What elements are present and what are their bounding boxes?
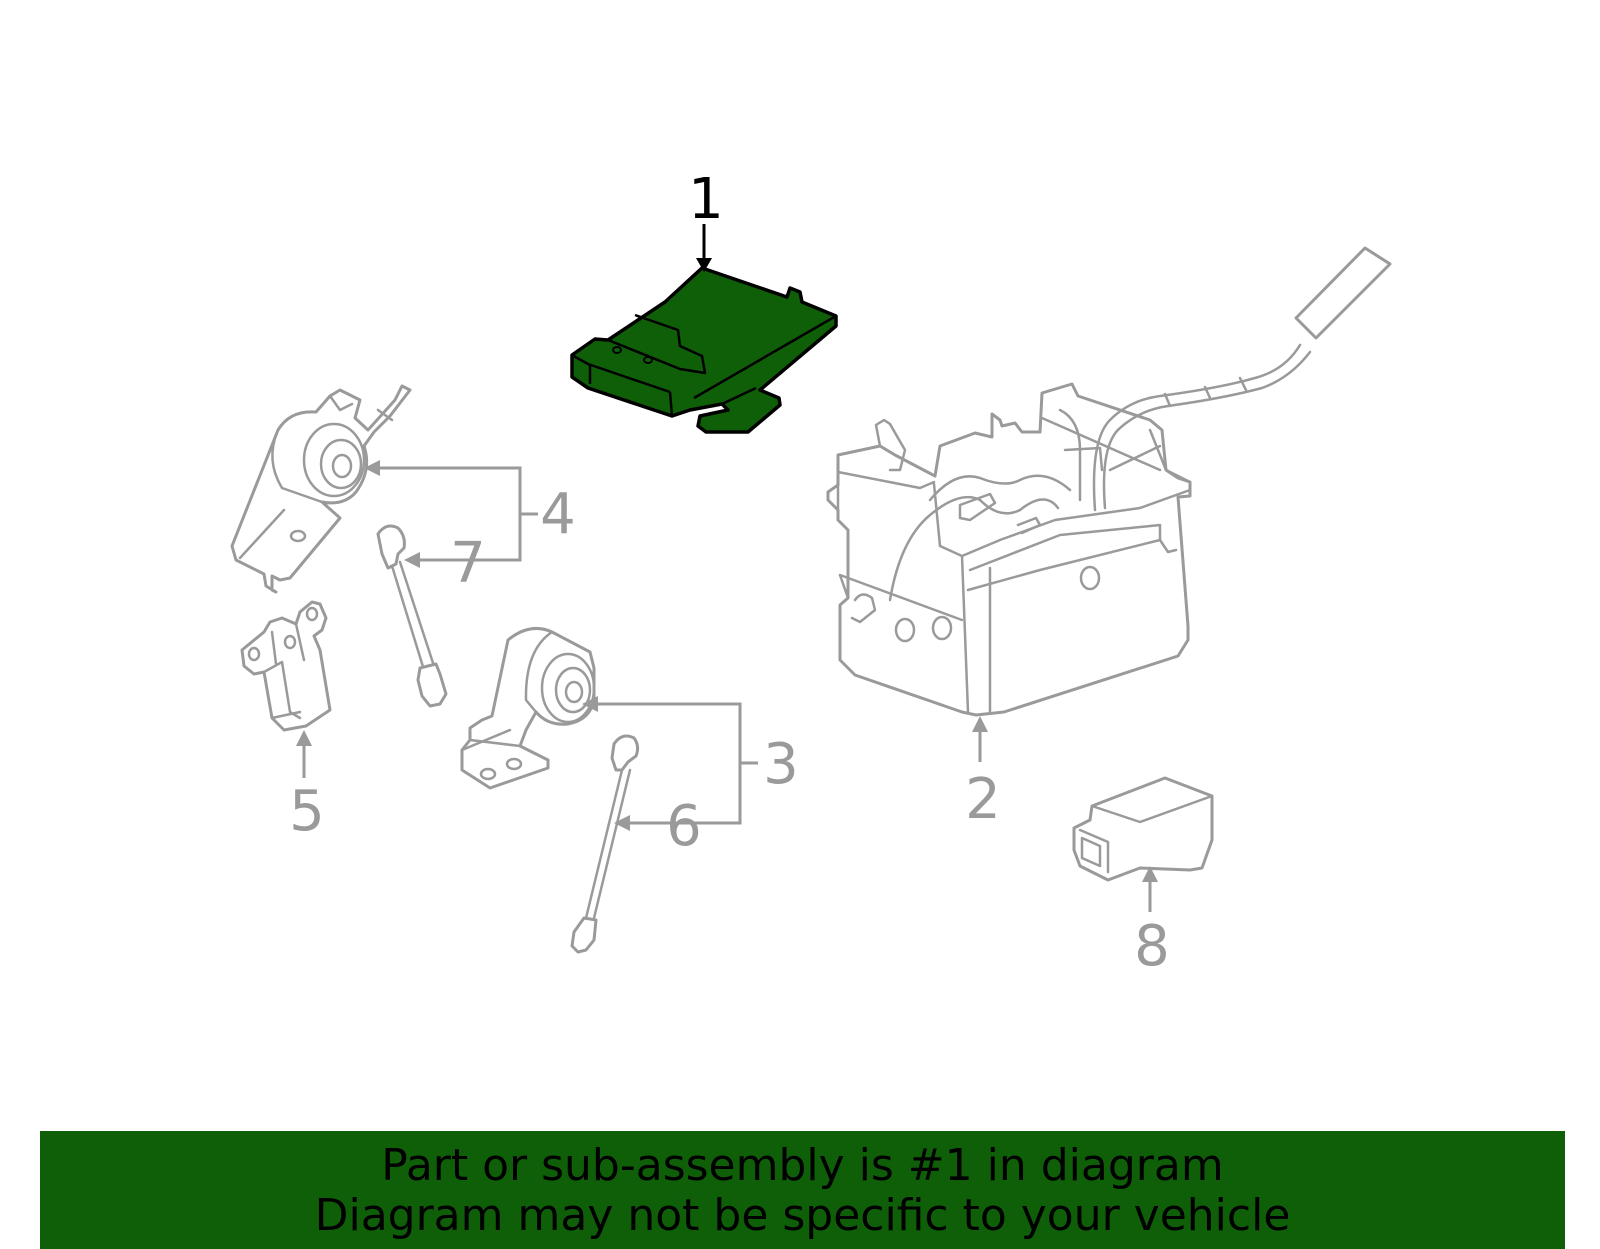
info-banner: Part or sub-assembly is #1 in diagram Di… [40, 1131, 1565, 1249]
callout-1: 1 [688, 167, 724, 232]
part-5-bracket[interactable] [240, 600, 332, 732]
part-3-sensor[interactable] [460, 626, 596, 790]
part-7-link-rod[interactable] [376, 524, 448, 708]
callout-7: 7 [450, 531, 486, 596]
banner-line-1: Part or sub-assembly is #1 in diagram [381, 1140, 1224, 1191]
callout-6: 6 [666, 794, 702, 859]
leader-8 [1142, 866, 1158, 912]
part-6-link-rod[interactable] [570, 734, 640, 954]
part-4-sensor[interactable] [230, 384, 412, 594]
leader-5 [296, 730, 312, 778]
callout-5: 5 [289, 779, 325, 844]
callout-8: 8 [1134, 914, 1170, 979]
callout-2: 2 [965, 767, 1001, 832]
leader-2 [972, 716, 988, 762]
part-8-module[interactable] [1072, 776, 1214, 882]
part-2-assembly[interactable] [826, 246, 1392, 717]
parts-diagram: 1 2 3 4 5 6 7 8 [230, 167, 1392, 979]
leader-4 [364, 460, 538, 568]
leader-3 [582, 696, 758, 831]
part-1-control-module[interactable] [570, 266, 838, 434]
callout-4: 4 [540, 482, 576, 547]
banner-line-2: Diagram may not be specific to your vehi… [314, 1190, 1291, 1241]
callout-3: 3 [763, 732, 799, 797]
leader-1 [696, 224, 712, 272]
